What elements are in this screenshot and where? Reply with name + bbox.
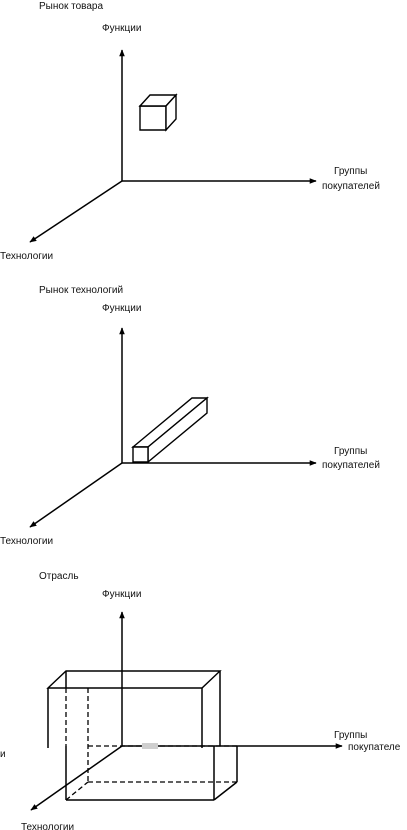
axis-label-customer-groups-line1: Группы	[334, 730, 367, 741]
axis-technologies	[30, 745, 123, 811]
axis-technologies	[29, 180, 123, 243]
axis-label-functions: Функции	[102, 589, 141, 600]
panel-product-market: Рынок товара Функции Группы покупателей …	[0, 1, 380, 262]
axis-label-customer-groups-line1: Группы	[334, 446, 367, 457]
panel-title: Рынок технологий	[39, 285, 123, 296]
axis-technologies	[29, 462, 123, 528]
scan-smudge	[142, 743, 158, 749]
axis-label-functions: Функции	[102, 23, 141, 34]
technology-bar	[131, 396, 209, 464]
panel-title: Отрасль	[39, 571, 79, 582]
axis-label-technologies: Технологии	[0, 536, 53, 547]
product-cube	[138, 93, 178, 132]
axis-label-technologies: Технологии	[21, 822, 74, 830]
axis-label-customer-groups-line1: Группы	[334, 166, 367, 177]
panel-title: Рынок товара	[39, 1, 103, 12]
axis-label-customer-groups-line2: покупателей	[322, 460, 380, 471]
axis-label-customer-groups-line2: покупателе	[348, 742, 401, 753]
left-text-fragment: и	[0, 749, 6, 760]
axis-label-customer-groups-line2: покупателей	[322, 181, 380, 192]
axis-label-functions: Функции	[102, 303, 141, 314]
industry-box	[46, 670, 238, 801]
panel-industry: Отрасль Функции Группы покупателе и Техн…	[0, 571, 401, 830]
axis-label-technologies: Технологии	[0, 251, 53, 262]
panel-technology-market: Рынок технологий Функции Группы покупате…	[0, 285, 380, 547]
